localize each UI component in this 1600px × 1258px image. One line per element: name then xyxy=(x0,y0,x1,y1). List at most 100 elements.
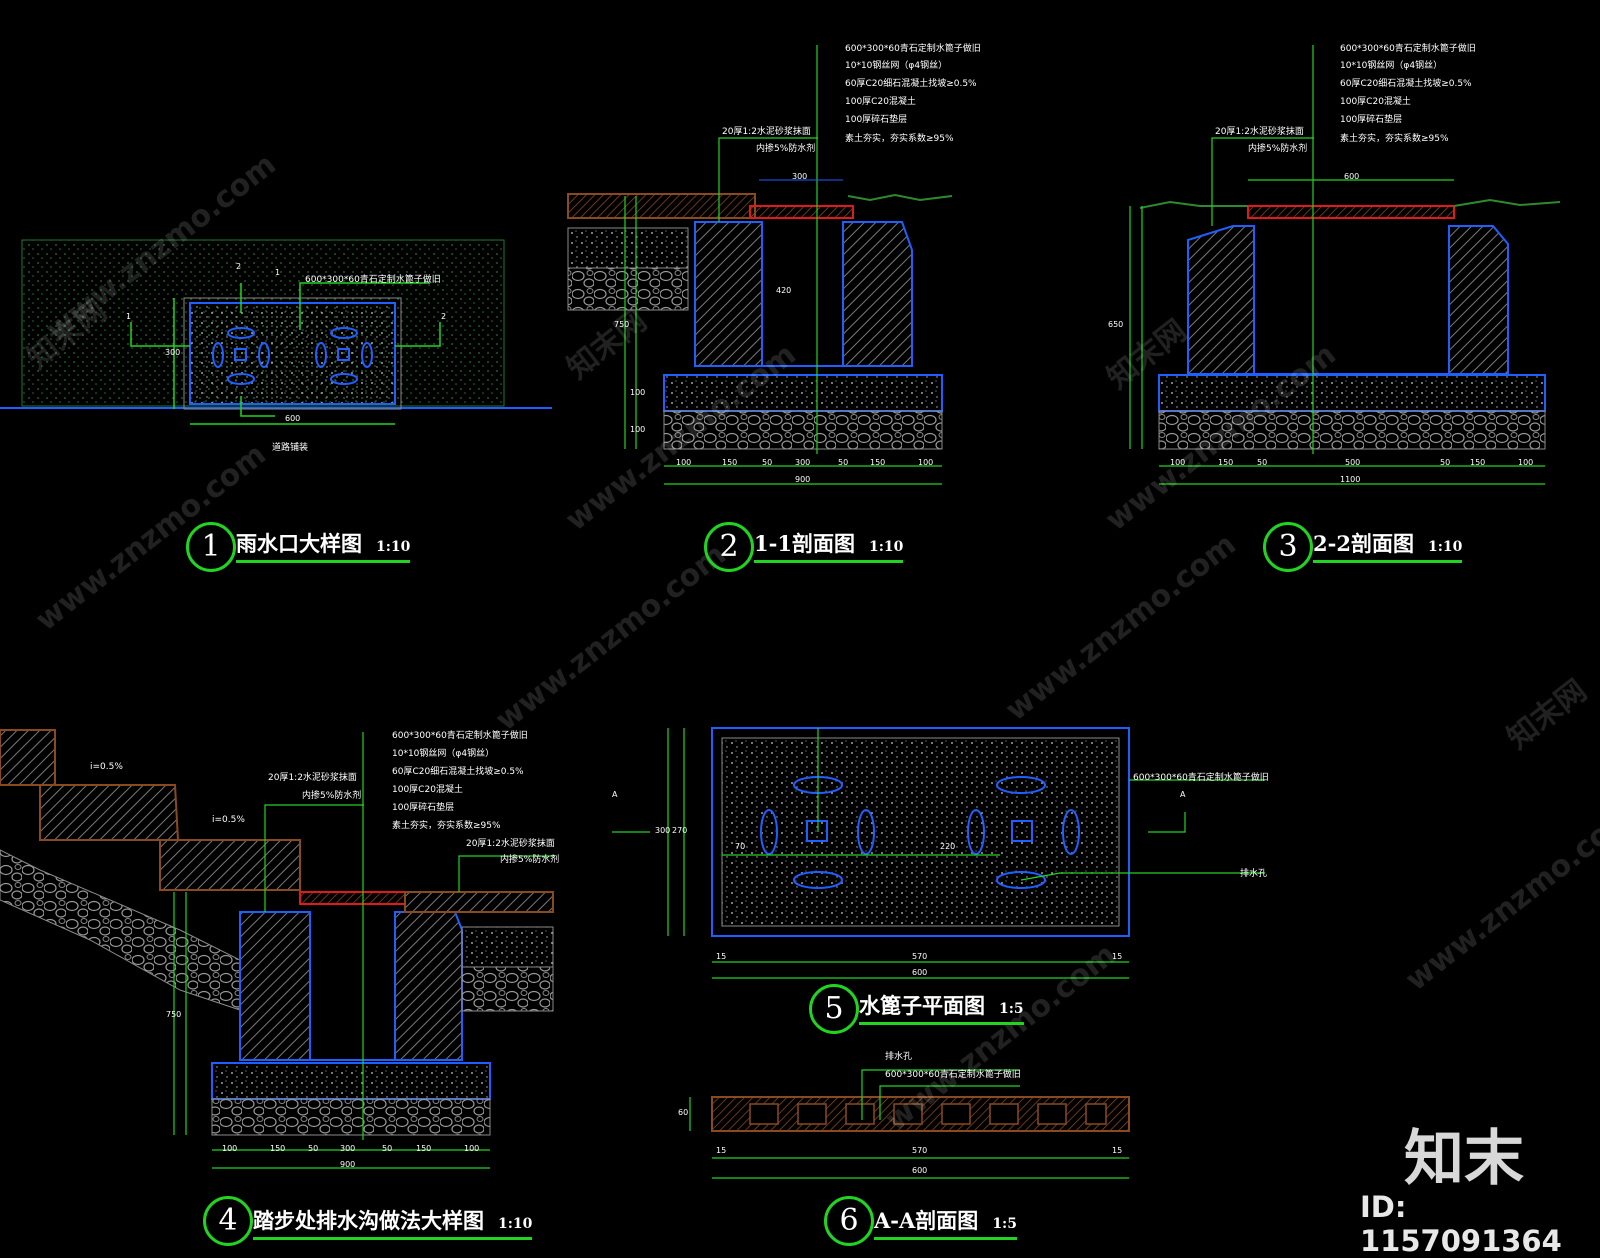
drawing-title-text: 水篦子平面图 xyxy=(859,993,985,1018)
image-id: ID: 1157091364 xyxy=(1360,1190,1562,1258)
dim-part: 300 xyxy=(795,458,811,467)
note-waterproof: 内掺5%防水剂 xyxy=(302,791,362,801)
note-grate: 600*300*60青石定制水篦子做旧 xyxy=(1340,44,1476,54)
note-mortar: 20厚1:2水泥砂浆抹面 xyxy=(1215,127,1304,137)
drawing-6-section xyxy=(689,1069,1130,1179)
note-base: 100厚C20混凝土 xyxy=(845,97,916,107)
note-gravel: 100厚碎石垫层 xyxy=(392,803,455,813)
note-c20: 60厚C20细石混凝土找坡≥0.5% xyxy=(845,79,977,89)
note-soil: 素土夯实，夯实系数≥95% xyxy=(1340,134,1449,144)
note-grate: 600*300*60青石定制水篦子做旧 xyxy=(1133,773,1269,783)
drawing-5-plan xyxy=(612,727,1265,979)
dim-part: 150 xyxy=(270,1144,286,1153)
note-slope: i=0.5% xyxy=(212,815,245,825)
note-grate: 600*300*60青石定制水篦子做旧 xyxy=(305,275,441,285)
note-soil: 素土夯实，夯实系数≥95% xyxy=(845,134,954,144)
dim-part: 100 xyxy=(918,458,934,467)
dim-edge: 15 xyxy=(716,952,727,961)
dim-total: 600 xyxy=(912,1166,928,1175)
dim-base: 100 xyxy=(630,388,646,397)
note-c20: 60厚C20细石混凝土找坡≥0.5% xyxy=(392,767,524,777)
dim-edge: 15 xyxy=(716,1146,727,1155)
drawing-1-plan xyxy=(0,239,552,425)
drawing-scale: 1:5 xyxy=(999,1001,1024,1017)
drawing-title-text: 1-1剖面图 xyxy=(754,531,855,556)
dim-width: 600 xyxy=(285,414,301,423)
note-steel: 10*10钢丝网（φ4钢丝） xyxy=(1340,61,1443,71)
note-slope: i=0.5% xyxy=(90,762,123,772)
note-gravel: 100厚碎石垫层 xyxy=(845,115,908,125)
dim-b: 220 xyxy=(940,842,956,851)
drawing-2-section xyxy=(567,45,953,485)
note-gravel: 100厚碎石垫层 xyxy=(1340,115,1403,125)
dim-total: 900 xyxy=(795,475,811,484)
dim-height: 750 xyxy=(614,320,630,329)
dim-part: 50 xyxy=(382,1144,393,1153)
note-waterproof: 内掺5%防水剂 xyxy=(1248,144,1308,154)
section-mark-label: 2 xyxy=(441,312,447,321)
note-grate: 600*300*60青石定制水篦子做旧 xyxy=(845,44,981,54)
drawing-number: 4 xyxy=(203,1196,253,1246)
drawing-title-text: 雨水口大样图 xyxy=(236,531,362,556)
dim-part: 100 xyxy=(464,1144,480,1153)
note-steel: 10*10钢丝网（φ4钢丝） xyxy=(392,749,495,759)
section-mark-label: A xyxy=(612,790,618,799)
dim-height: 750 xyxy=(166,1010,182,1019)
dim-height-inner: 270 xyxy=(672,826,688,835)
drawing-scale: 1:10 xyxy=(1427,539,1463,555)
drawing-title: 踏步处排水沟做法大样图 1:10 xyxy=(253,1205,533,1240)
section-mark-label: 1 xyxy=(126,312,132,321)
drawing-scale: 1:10 xyxy=(498,1216,533,1232)
dim-part: 150 xyxy=(870,458,886,467)
drawing-number: 5 xyxy=(809,984,859,1034)
note-drain-hole: 排水孔 xyxy=(1240,869,1268,879)
drawing-number: 2 xyxy=(704,522,754,572)
drawing-scale: 1:5 xyxy=(992,1216,1017,1232)
dim-a: 70 xyxy=(735,842,746,851)
note-grate: 600*300*60青石定制水篦子做旧 xyxy=(392,731,528,741)
dim-part: 150 xyxy=(722,458,738,467)
drawing-3-section xyxy=(1129,45,1561,485)
dim-part: 50 xyxy=(838,458,849,467)
section-mark-label: 1 xyxy=(275,268,281,277)
dim-part: 50 xyxy=(1257,458,1268,467)
section-mark-label: A xyxy=(1180,790,1186,799)
note-mortar: 20厚1:2水泥砂浆抹面 xyxy=(466,839,555,849)
drawing-number: 1 xyxy=(186,522,236,572)
dim-part: 150 xyxy=(1218,458,1234,467)
drawing-title: 雨水口大样图 1:10 xyxy=(236,528,411,563)
note-mortar: 20厚1:2水泥砂浆抹面 xyxy=(268,773,357,783)
dim-part: 500 xyxy=(1345,458,1361,467)
note-mortar: 20厚1:2水泥砂浆抹面 xyxy=(722,127,811,137)
drawing-scale: 1:10 xyxy=(868,539,904,555)
note-soil: 素土夯实，夯实系数≥95% xyxy=(392,821,501,831)
dim-part: 150 xyxy=(416,1144,432,1153)
dim-part: 100 xyxy=(222,1144,238,1153)
drawing-scale: 1:10 xyxy=(376,539,411,555)
section-mark-label: 2 xyxy=(236,262,242,271)
drawing-number: 3 xyxy=(1263,522,1313,572)
dim-height: 650 xyxy=(1108,320,1124,329)
dim-total: 900 xyxy=(340,1160,356,1169)
dim-inner: 420 xyxy=(776,286,792,295)
note-base: 100厚C20混凝土 xyxy=(392,785,463,795)
dim-inner: 570 xyxy=(912,1146,928,1155)
dim-total: 600 xyxy=(912,968,928,977)
dim-height: 60 xyxy=(678,1108,689,1117)
drawing-title-text: 踏步处排水沟做法大样图 xyxy=(253,1208,484,1233)
drawing-title-text: 2-2剖面图 xyxy=(1313,531,1414,556)
dim-part: 300 xyxy=(340,1144,356,1153)
drawing-title: 1-1剖面图 1:10 xyxy=(754,528,904,563)
dim-height: 300 xyxy=(655,826,671,835)
dim-part: 100 xyxy=(676,458,692,467)
dim-part: 150 xyxy=(1470,458,1486,467)
note-waterproof: 内掺5%防水剂 xyxy=(756,144,816,154)
dim-total: 1100 xyxy=(1340,475,1361,484)
drawing-title: 水篦子平面图 1:5 xyxy=(859,990,1024,1025)
dim-gravel: 100 xyxy=(630,425,646,434)
dim-part: 100 xyxy=(1518,458,1534,467)
note-drain-hole: 排水孔 xyxy=(885,1052,913,1062)
note-grate: 600*300*60青石定制水篦子做旧 xyxy=(885,1070,1021,1080)
